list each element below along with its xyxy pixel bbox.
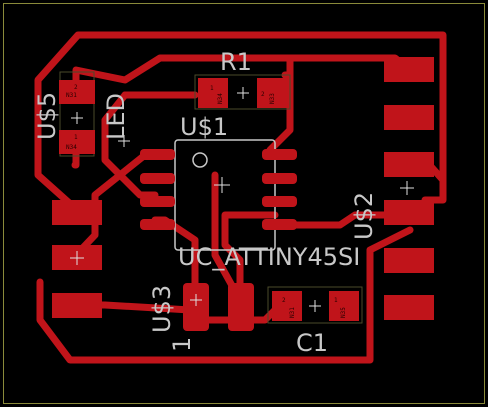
c1-pad-label-n35: N35	[340, 307, 347, 318]
header-u5[interactable]	[52, 200, 102, 318]
label-u2: U$2	[350, 192, 378, 240]
component-r1[interactable]: 1 N34 2 N33	[194, 74, 291, 110]
c1-outline	[267, 286, 363, 324]
origin-cross-u5	[70, 251, 84, 265]
origin-markers	[70, 87, 414, 312]
ic-attiny45[interactable]	[140, 139, 297, 251]
ic-pad-6	[262, 196, 297, 207]
ic-pad-2	[140, 173, 175, 184]
ic-pad-1	[140, 149, 175, 160]
led-pad-bottom	[59, 130, 95, 154]
ic-pad-4	[140, 219, 175, 230]
pad-u2-2	[384, 105, 434, 130]
label-ic-part: UC_ATTINY45SI	[178, 243, 360, 271]
origin-cross-u3	[190, 294, 202, 306]
trace-bottom	[36, 226, 414, 364]
ic-pad-8	[262, 149, 297, 160]
pad-u2-5	[384, 248, 434, 273]
label-r1: R1	[220, 48, 252, 76]
r1-outline	[194, 74, 291, 110]
c1-pad-right	[329, 291, 359, 321]
r1-pad-num-2: 2	[261, 91, 265, 98]
pad-u2-3	[384, 152, 434, 177]
label-u3: U$3	[148, 285, 176, 333]
origin-cross-led	[71, 112, 83, 124]
trace-led-r1	[72, 54, 294, 84]
origin-cross-u2	[400, 181, 414, 195]
trace-ic-to-c1	[221, 211, 279, 304]
r1-pad-right	[257, 78, 287, 108]
trace-right-edge	[421, 176, 447, 204]
pad-u2-4	[384, 200, 434, 225]
label-u1: U$1	[180, 113, 228, 141]
component-u3[interactable]	[183, 283, 254, 331]
c1-pad-num-2: 2	[282, 297, 286, 304]
led-outline	[59, 71, 95, 157]
led-pad-top	[59, 80, 95, 104]
pad-u2-6	[384, 295, 434, 320]
pad-u5-3	[52, 293, 102, 318]
pad-u2-1	[384, 57, 434, 82]
c1-pad-left	[272, 291, 302, 321]
component-led[interactable]: 2 N31 1 N34	[59, 71, 95, 157]
c1-pad-label-n31: N31	[289, 307, 296, 318]
trace-right-u2	[271, 211, 414, 229]
ic-pad-5	[262, 219, 297, 230]
ic-pin1-marker	[192, 152, 208, 168]
ic-pad-3	[140, 196, 175, 207]
pad-u3-2	[228, 283, 254, 331]
c1-pad-num-1: 1	[334, 297, 338, 304]
origin-cross-c1	[309, 300, 321, 312]
component-c1[interactable]: 2 N31 1 N35	[267, 286, 363, 324]
origin-cross-ic	[214, 177, 230, 193]
r1-pad-label-n33: N33	[269, 93, 276, 104]
led-pad-num-1: 1	[74, 134, 78, 141]
header-u2[interactable]	[384, 57, 434, 320]
origin-cross-r1	[237, 87, 249, 99]
r1-pad-num-1: 1	[210, 85, 214, 92]
origin-cross-misc	[118, 135, 130, 147]
label-u3-pin1: 1	[168, 337, 196, 352]
led-pad-num-2: 2	[74, 84, 78, 91]
pad-u5-1	[52, 200, 102, 225]
r1-pad-left	[198, 78, 228, 108]
label-c1: C1	[296, 329, 328, 357]
board-outline	[3, 3, 485, 404]
ic-pad-7	[262, 173, 297, 184]
trace-left-pin	[101, 91, 159, 199]
pad-u3-1	[183, 283, 209, 331]
label-u5: U$5	[33, 92, 61, 140]
r1-pad-label-n34: N34	[217, 93, 224, 104]
ic-body-outline	[174, 139, 276, 251]
led-pad-label-n31: N31	[66, 92, 77, 99]
led-pad-label-n34: N34	[66, 144, 77, 151]
label-led: LED	[102, 93, 130, 140]
